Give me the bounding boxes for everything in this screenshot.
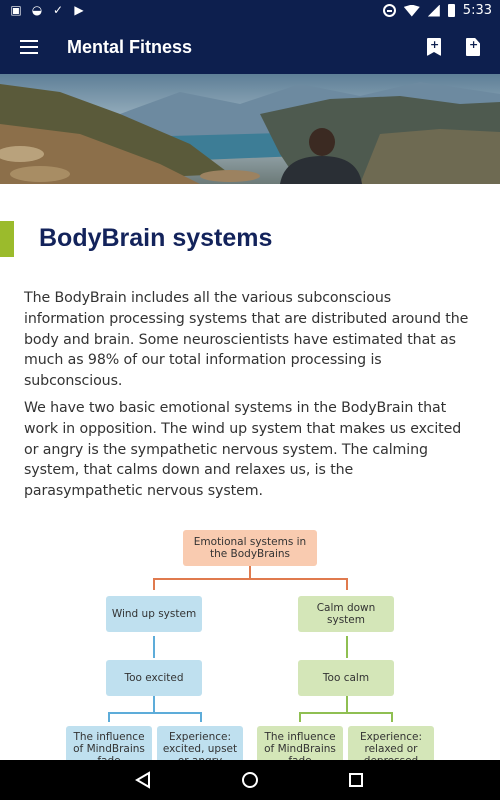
hero-image (0, 74, 500, 184)
app-bar: Mental Fitness + + (0, 24, 500, 74)
status-bar: ▣ ◒ ✓ ▶ 5:33 (0, 0, 500, 24)
connector (299, 712, 301, 722)
wind-up-system-node: Wind up system (106, 596, 202, 632)
connector (153, 696, 155, 712)
bookmark-add-icon[interactable]: + (427, 38, 441, 56)
connector (346, 696, 348, 712)
battery-icon (447, 4, 455, 17)
connector (153, 578, 348, 580)
signal-icon (427, 4, 440, 17)
android-icon: ◒ (31, 3, 43, 17)
connector (108, 712, 202, 714)
paragraph-1: The BodyBrain includes all the various s… (24, 290, 469, 390)
checklist-icon: ✓ (52, 3, 64, 17)
emotional-systems-diagram: Emotional systems in the BodyBrains Wind… (0, 526, 500, 772)
connector (391, 712, 393, 722)
diagram-root-node: Emotional systems in the BodyBrains (183, 530, 317, 566)
app-title: Mental Fitness (67, 37, 193, 57)
paragraph-2: We have two basic emotional systems in t… (24, 400, 462, 500)
too-excited-node: Too excited (106, 660, 202, 696)
image-icon: ▣ (10, 3, 22, 17)
connector (299, 712, 393, 714)
navigation-bar (0, 760, 500, 800)
recents-icon[interactable] (348, 772, 364, 788)
page-title: BodyBrain systems (39, 224, 273, 252)
play-store-icon: ▶ (74, 3, 84, 17)
connector (249, 566, 251, 578)
calm-down-system-node: Calm down system (298, 596, 394, 632)
wifi-icon (403, 4, 420, 17)
status-time: 5:33 (462, 3, 492, 18)
title-accent-bar (0, 221, 14, 257)
do-not-disturb-icon (382, 4, 396, 17)
document-add-icon[interactable]: + (466, 38, 480, 56)
connector (153, 578, 155, 590)
connector (346, 636, 348, 658)
connector (108, 712, 110, 722)
connector (200, 712, 202, 722)
menu-icon[interactable] (20, 40, 38, 54)
back-icon[interactable] (135, 771, 151, 789)
home-icon[interactable] (240, 770, 260, 790)
too-calm-node: Too calm (298, 660, 394, 696)
connector (153, 636, 155, 658)
connector (346, 578, 348, 590)
